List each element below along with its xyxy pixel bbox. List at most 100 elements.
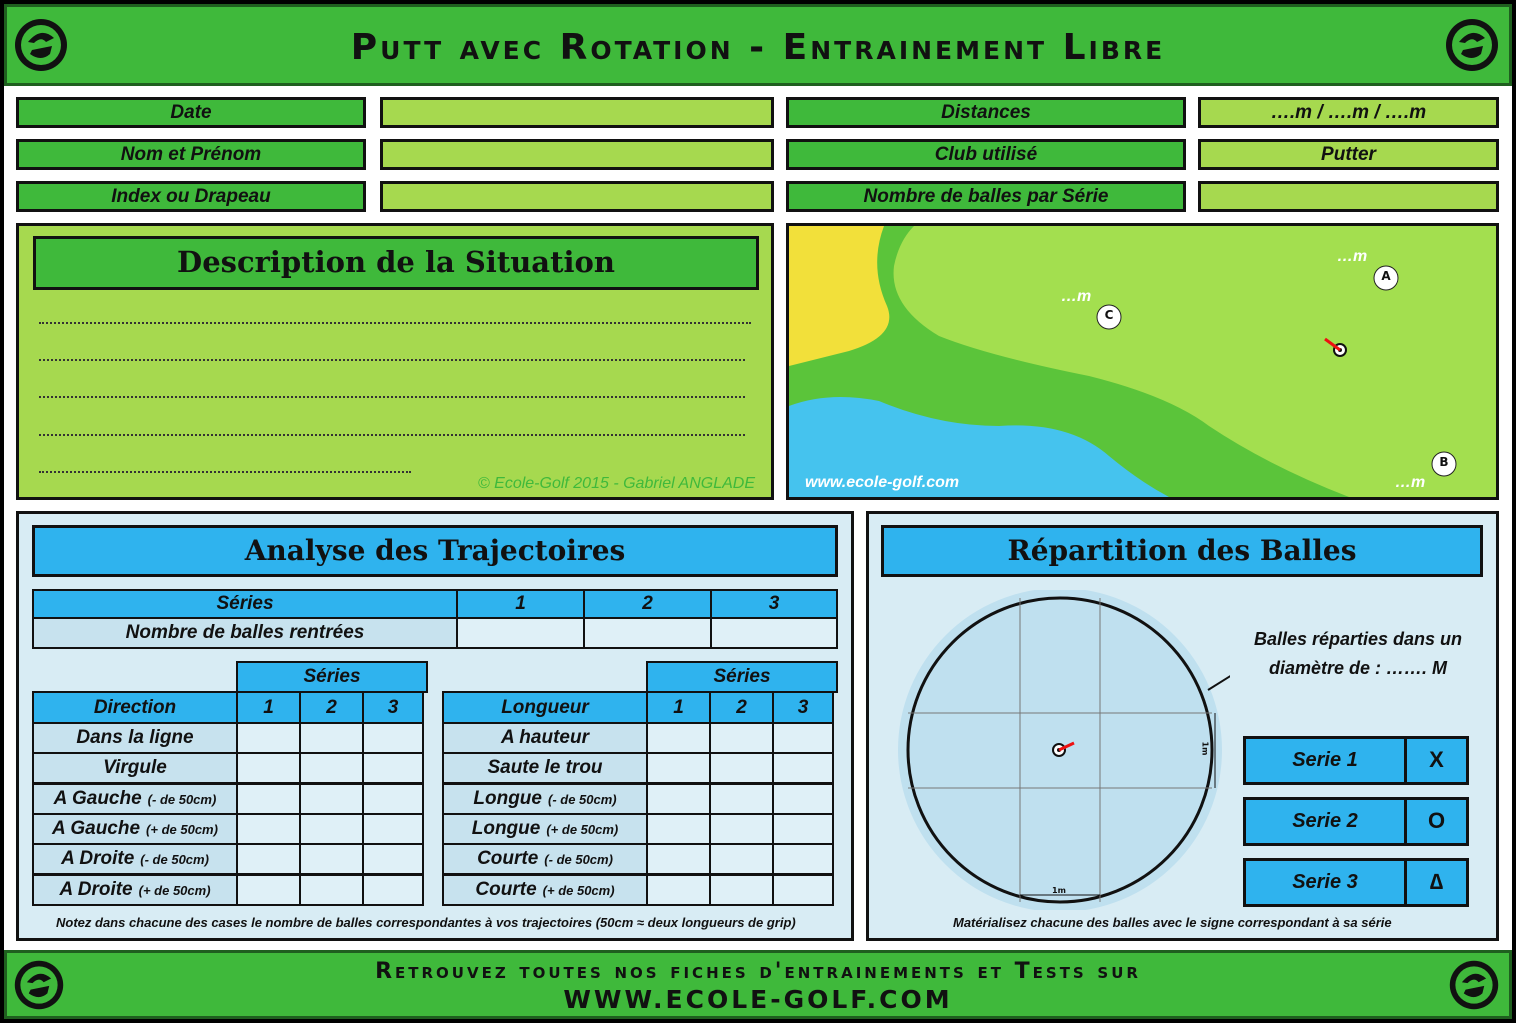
scale-label-vertical: 1m [1200,741,1210,756]
description-line[interactable] [39,359,745,361]
series-1-symbol-icon: X [1404,736,1469,785]
length-count-cell[interactable] [772,843,834,876]
description-line[interactable] [39,434,745,436]
direction-row-subtext: (+ de 50cm) [146,821,218,837]
golf-logo-icon [15,19,67,71]
length-series-number: 3 [772,691,834,724]
diameter-caption-line1: Balles réparties dans un [1253,629,1463,649]
direction-count-cell[interactable] [362,722,424,754]
balls-per-series-label: Nombre de balles par Série [786,181,1186,212]
direction-row-subtext: (- de 50cm) [147,791,217,807]
direction-count-cell[interactable] [236,812,301,845]
name-field[interactable] [380,139,774,170]
length-row-subtext: (+ de 50cm) [542,882,615,898]
point-a-label: A [1381,269,1391,283]
direction-count-cell[interactable] [362,782,424,815]
length-row-label: Longue (- de 50cm) [442,782,648,815]
balls-in-cell[interactable] [710,617,838,649]
direction-count-cell[interactable] [236,843,301,876]
series-3-label: Serie 3 [1243,858,1407,907]
length-count-cell[interactable] [709,812,774,845]
direction-count-cell[interactable] [299,812,364,845]
direction-header: Direction [32,691,238,724]
length-row-subtext: (- de 50cm) [547,791,617,807]
series-1-header: 1 [456,589,585,619]
footer-band: Retrouvez toutes nos fiches d'entraineme… [4,950,1512,1019]
length-row-label: Longue (+ de 50cm) [442,812,648,845]
direction-count-cell[interactable] [299,843,364,876]
length-count-cell[interactable] [709,843,774,876]
distance-b-label[interactable]: …m [1395,474,1426,491]
direction-count-cell[interactable] [299,722,364,754]
distance-a-label[interactable]: …m [1337,248,1368,265]
date-field[interactable] [380,97,774,128]
length-count-cell[interactable] [646,812,711,845]
length-count-cell[interactable] [709,873,774,906]
direction-count-cell[interactable] [236,752,301,785]
balls-in-cell[interactable] [583,617,712,649]
distances-field[interactable]: ….m / ….m / ….m [1198,97,1499,128]
description-line[interactable] [39,396,745,398]
length-count-cell[interactable] [709,752,774,785]
length-count-cell[interactable] [772,812,834,845]
diameter-caption-line2[interactable]: diamètre de : ……. M [1268,658,1448,678]
length-row-subtext: (+ de 50cm) [546,821,619,837]
direction-row-label: Dans la ligne [32,722,238,754]
length-row-label: Saute le trou [442,752,648,785]
name-label: Nom et Prénom [16,139,366,170]
series-2-label: Serie 2 [1243,797,1407,846]
length-row-text: Saute le trou [487,757,603,779]
length-row-text: Courte [475,878,537,900]
direction-count-cell[interactable] [236,722,301,754]
direction-count-cell[interactable] [362,812,424,845]
direction-count-cell[interactable] [236,873,301,906]
direction-series-number: 2 [299,691,364,724]
repartition-note: Matérialisez chacune des balles avec le … [953,915,1392,930]
length-count-cell[interactable] [646,873,711,906]
direction-count-cell[interactable] [299,782,364,815]
description-line[interactable] [39,471,411,473]
balls-per-series-field[interactable] [1198,181,1499,212]
series-2-header: 2 [583,589,712,619]
length-count-cell[interactable] [646,722,711,754]
index-field[interactable] [380,181,774,212]
point-b-label: B [1439,455,1449,469]
length-count-cell[interactable] [772,873,834,906]
length-count-cell[interactable] [709,722,774,754]
green-map: A C B …m …m …m www.ecole-golf.com [786,223,1499,500]
series-header: Séries [32,589,458,619]
direction-count-cell[interactable] [362,873,424,906]
balls-in-cell[interactable] [456,617,585,649]
length-header: Longueur [442,691,648,724]
length-row-text: Longue [471,817,541,839]
target-circle[interactable] [890,590,1230,910]
length-count-cell[interactable] [772,722,834,754]
direction-count-cell[interactable] [362,843,424,876]
length-count-cell[interactable] [709,782,774,815]
length-row-text: Longue [473,787,542,809]
length-count-cell[interactable] [646,843,711,876]
length-count-cell[interactable] [772,782,834,815]
header-band: Putt avec Rotation - Entrainement Libre [4,4,1512,86]
footer-url[interactable]: WWW.ECOLE-GOLF.COM [563,985,953,1014]
analysis-title: Analyse des Trajectoires [32,525,838,577]
club-field[interactable]: Putter [1198,139,1499,170]
direction-series-header: Séries [236,661,428,693]
index-label: Index ou Drapeau [16,181,366,212]
length-count-cell[interactable] [646,782,711,815]
analysis-note: Notez dans chacune des cases le nombre d… [56,915,796,930]
direction-count-cell[interactable] [299,752,364,785]
length-series-header: Séries [646,661,838,693]
balls-in-label: Nombre de balles rentrées [32,617,458,649]
direction-row-text: Virgule [103,757,167,779]
page-title: Putt avec Rotation - Entrainement Libre [350,27,1166,68]
direction-count-cell[interactable] [236,782,301,815]
length-count-cell[interactable] [646,752,711,785]
bunker-shape [789,226,890,366]
distance-c-label[interactable]: …m [1061,288,1092,305]
direction-count-cell[interactable] [299,873,364,906]
description-line[interactable] [39,322,751,324]
length-count-cell[interactable] [772,752,834,785]
direction-count-cell[interactable] [362,752,424,785]
